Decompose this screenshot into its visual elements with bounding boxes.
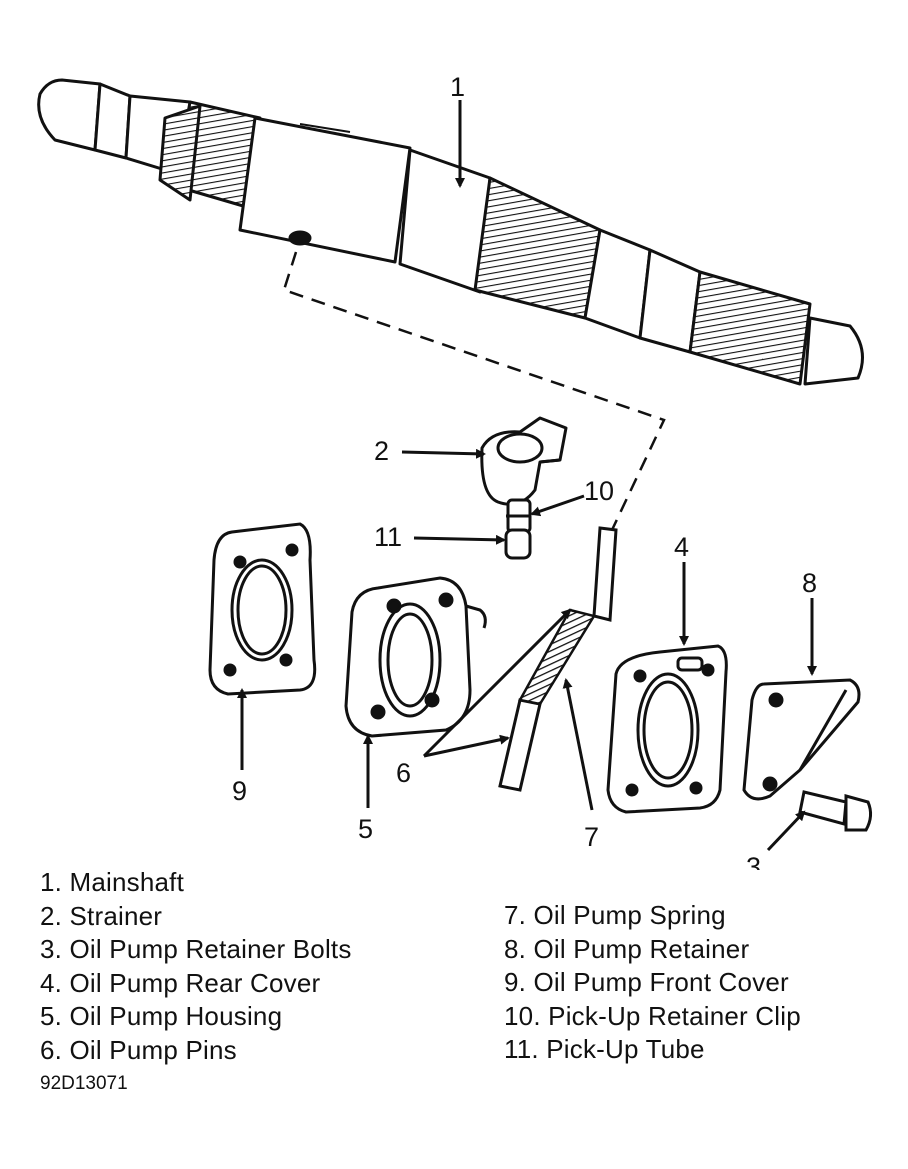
legend-item: 11. Pick-Up Tube <box>504 1034 705 1064</box>
legend-item: 4. Oil Pump Rear Cover <box>40 967 321 998</box>
oil-pump-retainer-bolt <box>798 790 873 832</box>
strainer <box>480 416 568 506</box>
oil-pump-front-cover <box>208 522 317 696</box>
oil-pump-housing <box>344 576 487 738</box>
callout-11: 11 <box>374 522 402 552</box>
callout-8: 8 <box>802 568 817 598</box>
callout-5: 5 <box>358 814 373 844</box>
callout-4: 4 <box>674 532 689 562</box>
callout-3: 3 <box>746 852 761 870</box>
legend-item: 5. Oil Pump Housing <box>40 1001 283 1031</box>
callout-arrows <box>237 100 817 852</box>
callout-7: 7 <box>584 822 599 852</box>
legend-item: 1. Mainshaft <box>40 867 185 897</box>
legend-left: 1. Mainshaft 2. Strainer 3. Oil Pump Ret… <box>40 866 352 1067</box>
oil-passage-dash-line <box>282 251 666 531</box>
callout-10: 10 <box>584 476 614 506</box>
oil-pump-spring <box>518 608 596 706</box>
callout-9: 9 <box>232 776 247 806</box>
legend-item: 3. Oil Pump Retainer Bolts <box>40 934 352 964</box>
figure-code: 92D13071 <box>40 1073 128 1094</box>
legend-item: 8. Oil Pump Retainer <box>504 933 750 964</box>
legend-item: 9. Oil Pump Front Cover <box>504 967 789 997</box>
callout-6: 6 <box>396 758 411 788</box>
oil-pump-retainer <box>742 678 861 801</box>
callout-1: 1 <box>450 72 465 102</box>
legend-item: 10. Pick-Up Retainer Clip <box>504 1000 801 1031</box>
exploded-parts-diagram: 1 2 10 11 4 8 9 6 5 7 3 <box>37 72 873 870</box>
callout-2: 2 <box>374 436 389 466</box>
legend-item: 2. Strainer <box>40 900 163 931</box>
legend-right: 7. Oil Pump Spring 8. Oil Pump Retainer … <box>504 899 801 1067</box>
legend-item: 6. Oil Pump Pins <box>40 1034 237 1065</box>
mainshaft <box>37 78 864 386</box>
oil-pump-rear-cover <box>606 644 728 814</box>
legend-item: 7. Oil Pump Spring <box>504 900 726 930</box>
oil-pump-pins <box>498 526 618 792</box>
pick-up-tube <box>504 498 532 560</box>
